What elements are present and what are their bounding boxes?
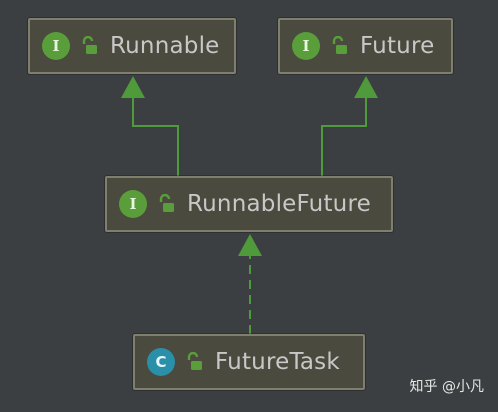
node-label: RunnableFuture — [187, 191, 371, 217]
arrowhead-runnable — [121, 76, 145, 98]
node-label: Runnable — [110, 33, 220, 59]
class-icon: C — [147, 348, 175, 376]
node-label: FutureTask — [215, 349, 340, 375]
arrowhead-future — [354, 76, 378, 98]
interface-icon: I — [42, 32, 70, 60]
unlocked-padlock-icon — [159, 194, 174, 212]
unlocked-padlock-icon — [82, 36, 97, 54]
node-label: Future — [360, 33, 435, 59]
watermark: 知乎 @小凡 — [409, 379, 484, 395]
interface-icon: I — [119, 190, 147, 218]
node-runnablefuture[interactable]: I RunnableFuture — [105, 176, 393, 232]
edge-runnablefuture-to-runnable — [132, 98, 179, 176]
interface-icon: I — [292, 32, 320, 60]
node-future[interactable]: I Future — [278, 18, 453, 74]
node-futuretask[interactable]: C FutureTask — [133, 334, 365, 390]
edge-runnablefuture-to-future — [321, 98, 367, 176]
unlocked-padlock-icon — [187, 352, 202, 370]
arrowhead-runnablefuture — [238, 234, 262, 256]
node-runnable[interactable]: I Runnable — [28, 18, 236, 74]
unlocked-padlock-icon — [332, 36, 347, 54]
